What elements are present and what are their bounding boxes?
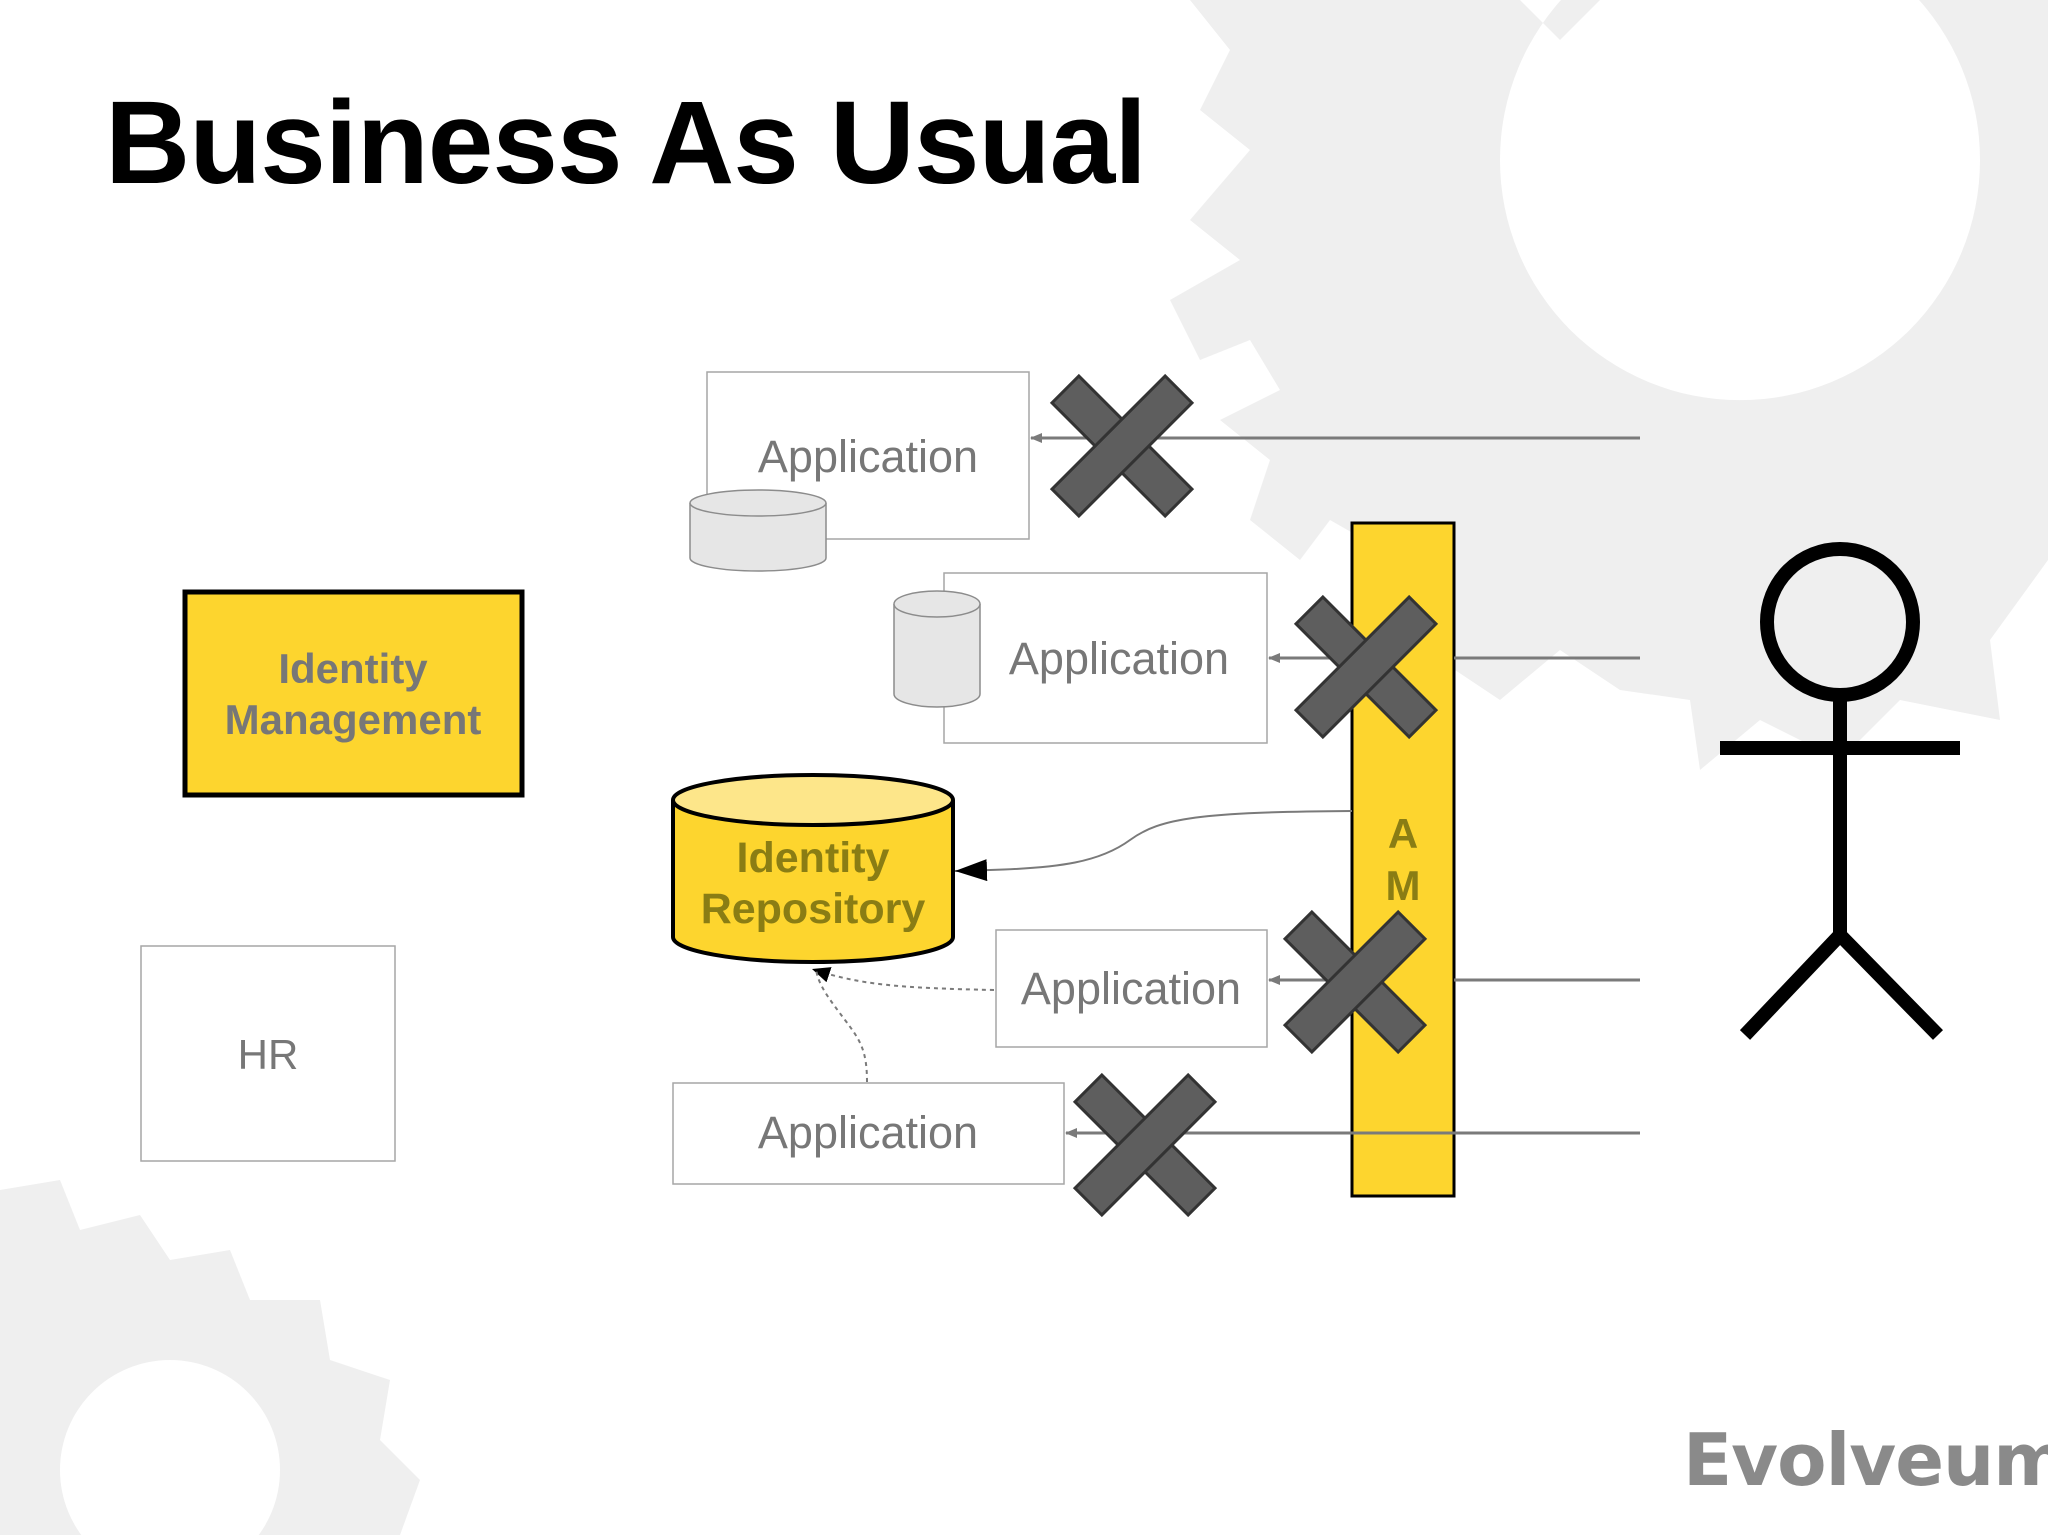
identity-repository-label-line1: Identity	[737, 834, 890, 882]
x-cross-icon	[1282, 909, 1428, 1055]
app4-to-repository-dotted	[815, 968, 868, 1083]
application-box-1: Application	[689, 371, 1030, 572]
identity-repository: Identity Repository	[671, 773, 955, 964]
hr-box: HR	[140, 945, 396, 1162]
identity-repository-label-line2: Repository	[701, 885, 926, 933]
application-box-3: Application	[995, 929, 1268, 1048]
application-label-1: Application	[758, 431, 978, 482]
x-cross-icon	[1049, 373, 1195, 519]
access-manager-letter-a: A	[1388, 810, 1418, 857]
stick-figure-icon	[1720, 542, 1960, 1040]
x-cross-icon	[1293, 594, 1439, 740]
evolveum-logo: Evolveum	[1683, 1418, 2048, 1502]
gear-bottom-left-icon	[0, 1180, 420, 1535]
identity-management-label-line1: Identity	[278, 645, 428, 692]
identity-management-label-line2: Management	[225, 696, 482, 743]
database-cylinder-icon	[689, 489, 827, 572]
application-label-4: Application	[758, 1107, 978, 1158]
x-cross-icon	[1072, 1072, 1218, 1218]
app3-to-repository-dotted	[811, 967, 995, 991]
hr-label: HR	[238, 1031, 299, 1078]
application-label-3: Application	[1021, 963, 1241, 1014]
slide-title: Business As Usual	[105, 77, 1147, 209]
database-cylinder-icon	[893, 590, 981, 708]
identity-management-box: Identity Management	[182, 589, 525, 798]
am-to-repository-connector	[954, 810, 1353, 882]
application-label-2: Application	[1009, 633, 1229, 684]
access-manager-letter-m: M	[1386, 862, 1421, 909]
application-box-4: Application	[672, 1082, 1065, 1185]
application-box-2: Application	[893, 572, 1268, 744]
gear-top-right-icon	[1170, 0, 2048, 770]
